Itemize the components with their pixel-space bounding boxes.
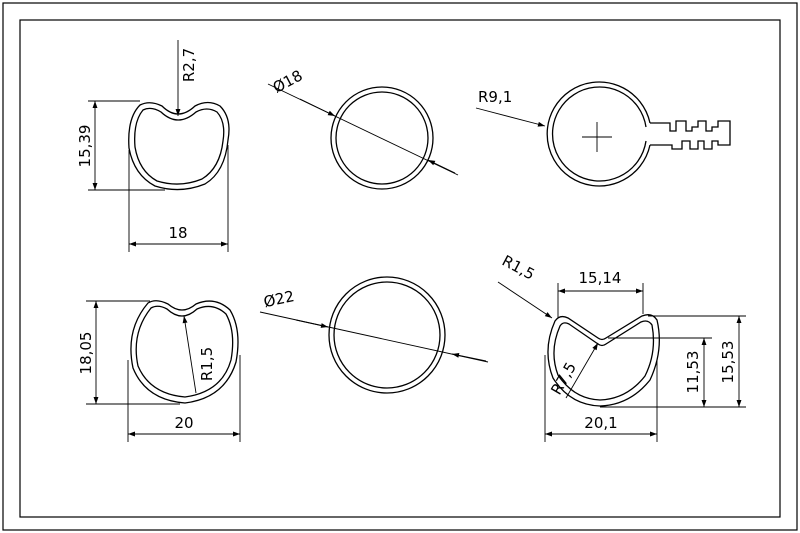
profile-4: 18,05 20 R1,5 — [77, 300, 241, 442]
dim-height-outer-label: 15,53 — [719, 341, 737, 384]
dim-radius-label: R1,5 — [198, 347, 216, 381]
inner-frame — [19, 19, 781, 518]
dim-top-width-label: 15,14 — [579, 269, 622, 287]
dim-height-label: 15,39 — [76, 125, 94, 168]
profile-2: Ø18 — [267, 66, 459, 190]
dim-width-label: 18 — [168, 224, 187, 242]
dim-diameter-label: Ø22 — [262, 287, 296, 311]
dim-height-inner-label: 11,53 — [684, 351, 702, 394]
dim-width-label: 20 — [174, 414, 193, 432]
profile-1: 15,39 18 R2,7 — [76, 40, 230, 252]
profile-6: 15,14 20,1 11,53 15,53 R1,5 R7,5 — [497, 252, 746, 442]
dim-radius-label: R9,1 — [478, 88, 512, 106]
dim-width-label: 20,1 — [584, 414, 617, 432]
profile-3: R9,1 — [475, 81, 731, 187]
dim-radius-top-label: R1,5 — [499, 252, 538, 284]
dim-radius-label: R2,7 — [180, 48, 198, 82]
profile-5: Ø22 — [259, 276, 489, 394]
dim-height-label: 18,05 — [77, 332, 95, 375]
dim-diameter-label: Ø18 — [270, 66, 306, 96]
